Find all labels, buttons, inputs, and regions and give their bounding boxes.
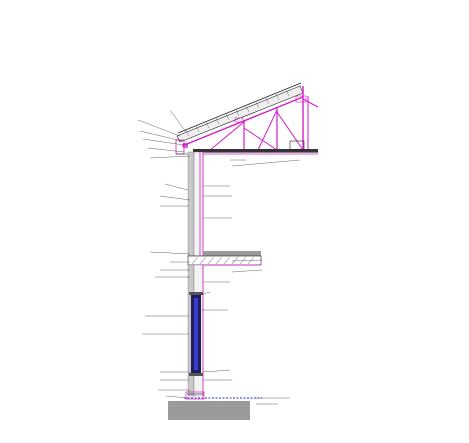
leader-lines — [137, 109, 301, 405]
roof-sheathing — [176, 85, 304, 143]
ceiling-blocking — [289, 140, 305, 151]
ridge-gusset — [295, 95, 307, 103]
truss-web-diagonal-3 — [257, 109, 278, 151]
upper-wall-cladding — [187, 151, 195, 257]
foundation-slab — [168, 401, 250, 420]
window-glazing — [194, 298, 198, 370]
upper-wall — [187, 151, 204, 257]
gutter — [183, 143, 188, 148]
truss-web-diagonal-2 — [243, 127, 278, 151]
floor-finish — [203, 251, 261, 257]
truss-top-chord — [181, 96, 304, 147]
truss-right-chord — [302, 98, 319, 108]
lower-wall — [187, 264, 204, 397]
base-plate — [185, 391, 205, 400]
window-head — [189, 292, 203, 295]
roof-covering-line — [177, 82, 302, 134]
upper-wall-stud-cavity — [193, 151, 204, 257]
roof-assembly — [175, 82, 319, 155]
truss-web-diagonal-4 — [276, 111, 304, 151]
truss-gusset — [234, 117, 244, 123]
foundation — [168, 391, 262, 420]
ceiling-joist — [193, 149, 318, 153]
window-sill — [189, 373, 203, 376]
roof-shingles — [185, 89, 290, 137]
truss-web-diagonal — [209, 121, 245, 151]
